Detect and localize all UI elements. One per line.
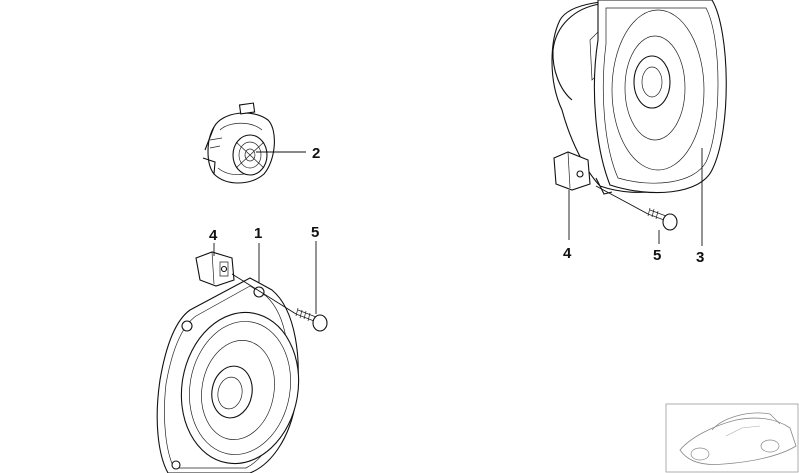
callout-3: 3 bbox=[696, 249, 704, 266]
callout-5-left: 5 bbox=[311, 224, 319, 241]
callout-1: 1 bbox=[254, 225, 262, 242]
woofer-part-1 bbox=[156, 277, 300, 473]
tweeter-part-2 bbox=[202, 102, 275, 184]
screw-left-part-5 bbox=[295, 307, 328, 332]
speaker-part-3 bbox=[551, 0, 727, 195]
clip-right-part-4 bbox=[553, 151, 591, 191]
callout-5-right: 5 bbox=[653, 247, 661, 264]
screw-right-part-5 bbox=[647, 207, 678, 231]
leader-lines bbox=[213, 148, 703, 315]
car-thumbnail bbox=[665, 403, 799, 473]
callout-4-left: 4 bbox=[209, 227, 218, 244]
clip-left-part-4 bbox=[195, 251, 235, 287]
callout-2: 2 bbox=[312, 145, 320, 162]
car-silhouette-icon bbox=[679, 412, 797, 465]
callout-4-right: 4 bbox=[563, 245, 572, 262]
